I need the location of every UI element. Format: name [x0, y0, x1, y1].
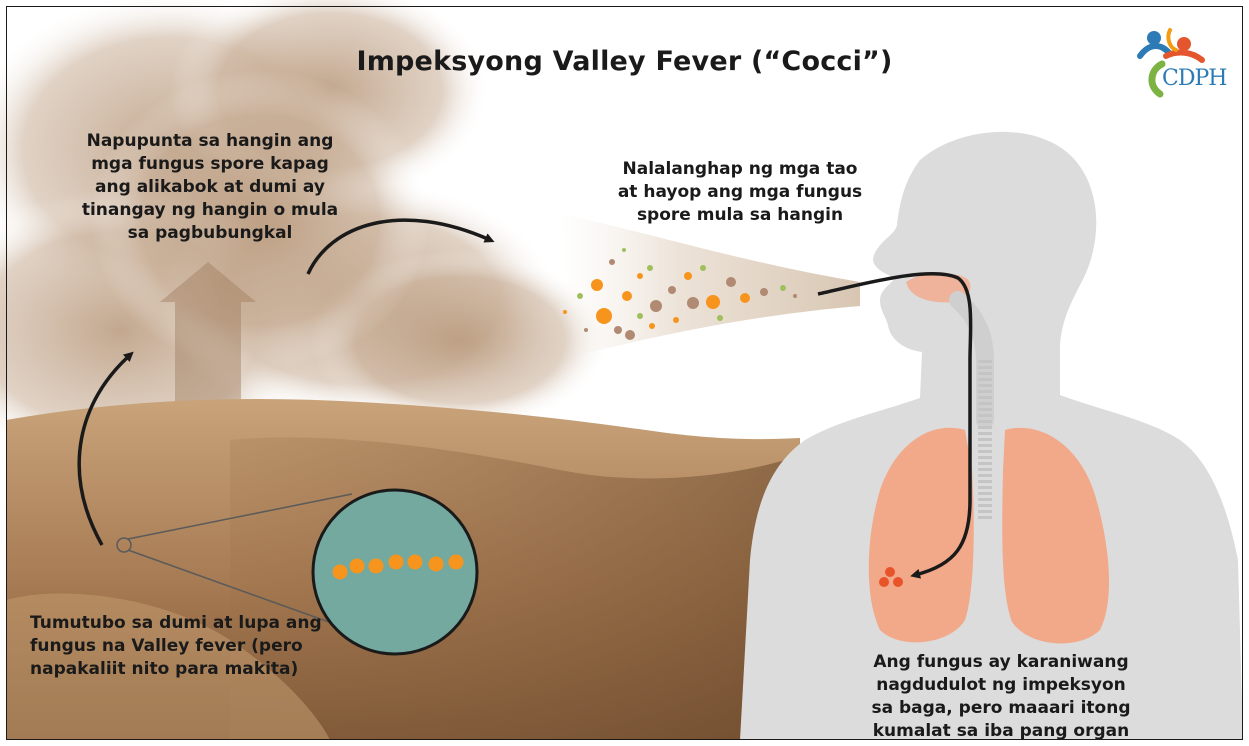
label-soil-fungus: Tumutubo sa dumi at lupa ang fungus na V… — [20, 612, 350, 681]
label-line: ang alikabok at dumi ay — [72, 176, 348, 199]
lung-spore — [893, 577, 903, 587]
label-line: mga fungus spore kapag — [72, 153, 348, 176]
label-line: Tumutubo sa dumi at lupa ang — [30, 612, 350, 635]
label-line: Ang fungus ay karaniwang — [842, 651, 1160, 674]
label-dust-spores: Napupunta sa hangin ang mga fungus spore… — [72, 130, 348, 245]
lung-spore — [885, 567, 895, 577]
label-line: kumalat sa iba pang organ — [842, 720, 1160, 743]
label-line: fungus na Valley fever (pero — [30, 635, 350, 658]
spore-stream — [560, 214, 860, 356]
label-line: Napupunta sa hangin ang — [72, 130, 348, 153]
label-line: sa baga, pero maaari itong — [842, 697, 1160, 720]
lung-spore — [879, 577, 889, 587]
label-line: sa pagbubungkal — [72, 222, 348, 245]
label-line: tinangay ng hangin o mula — [72, 199, 348, 222]
label-line: nagdudulot ng impeksyon — [842, 674, 1160, 697]
label-line: Nalalanghap ng mga tao — [602, 158, 878, 181]
label-line: napakaliit nito para makita) — [30, 658, 350, 681]
page-title: Impeksyong Valley Fever (“Cocci”) — [0, 46, 1249, 77]
label-line: spore mula sa hangin — [602, 204, 878, 227]
label-inhale-spores: Nalalanghap ng mga tao at hayop ang mga … — [602, 158, 878, 227]
label-line: at hayop ang mga fungus — [602, 181, 878, 204]
cdph-logo-text: CDPH — [1162, 66, 1226, 91]
label-lung-infection: Ang fungus ay karaniwang nagdudulot ng i… — [842, 651, 1160, 743]
